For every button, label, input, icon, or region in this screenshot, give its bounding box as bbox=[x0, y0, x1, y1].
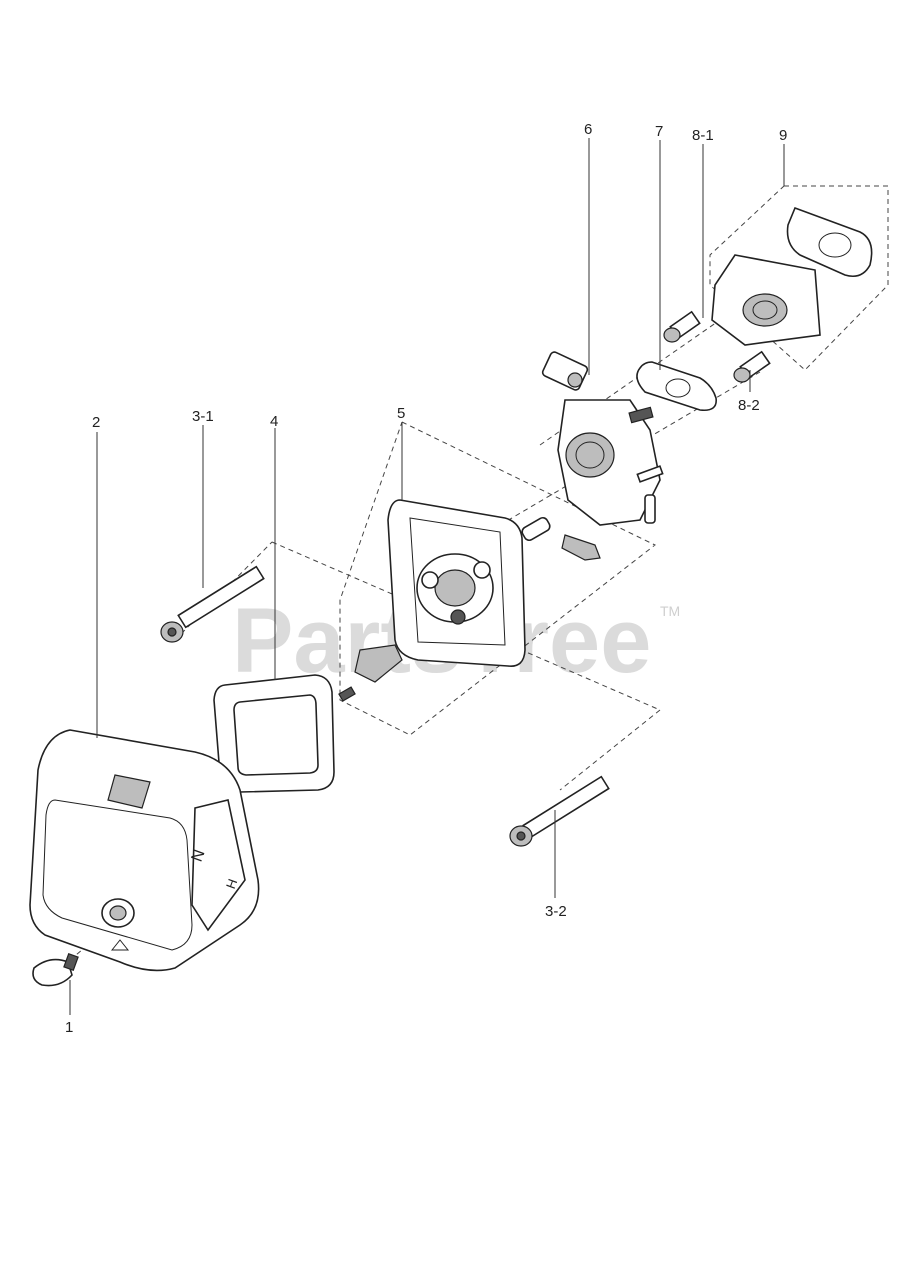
filter-base-inner bbox=[409, 517, 506, 646]
part-4-filter-element bbox=[213, 674, 335, 793]
part-5-filter-base bbox=[338, 499, 526, 702]
watermark-trademark: TM bbox=[660, 603, 680, 619]
part-3-1-bolt bbox=[160, 565, 265, 643]
cover-n-mark: N bbox=[189, 847, 209, 864]
carburetor-bore-inner bbox=[575, 441, 605, 469]
carburetor-lever bbox=[541, 351, 589, 391]
filter-inner bbox=[233, 694, 319, 776]
carburetor-lever-nut bbox=[567, 372, 583, 388]
filter-base-screw-hole bbox=[450, 609, 466, 625]
part-8-2-bolt bbox=[733, 350, 771, 383]
bracket-screw bbox=[338, 686, 356, 702]
part-1-knob bbox=[32, 952, 79, 987]
cover-vent bbox=[107, 774, 151, 809]
leader-lines bbox=[69, 138, 785, 1015]
callout-5: 5 bbox=[397, 405, 405, 422]
callout-4: 4 bbox=[270, 413, 278, 430]
filter-base-bracket bbox=[354, 644, 403, 683]
part-8-1-bolt bbox=[663, 310, 701, 343]
carburetor-fitting-2 bbox=[644, 494, 656, 524]
callout-2: 2 bbox=[92, 414, 100, 431]
insulator-port bbox=[742, 293, 788, 327]
part-6-carburetor bbox=[541, 351, 664, 526]
choke-lever bbox=[561, 534, 601, 561]
gasket-7-hole bbox=[665, 378, 691, 398]
choke-shaft bbox=[521, 516, 551, 542]
cover-face bbox=[42, 799, 193, 951]
bolt-8-2-head bbox=[733, 367, 751, 383]
insulator-port-inner bbox=[752, 300, 778, 320]
carburetor-fitting-1 bbox=[636, 465, 664, 483]
callout-8-2: 8-2 bbox=[738, 397, 760, 414]
callout-3-2: 3-2 bbox=[545, 903, 567, 920]
group-9-outline bbox=[709, 185, 889, 371]
part-3-2-bolt bbox=[509, 775, 610, 847]
filter-base-port bbox=[434, 569, 476, 607]
carburetor-bore bbox=[565, 432, 615, 478]
part-9-insulator-gasket bbox=[711, 206, 873, 346]
filter-base-hole-left bbox=[421, 571, 439, 589]
carburetor-screw bbox=[628, 406, 654, 424]
cover-knob-hole bbox=[109, 905, 127, 921]
bolt-guide-lower bbox=[559, 709, 661, 791]
gasket-7 bbox=[636, 361, 717, 412]
callout-9: 9 bbox=[779, 127, 787, 144]
callout-1: 1 bbox=[65, 1019, 73, 1036]
knob-stud bbox=[63, 952, 79, 972]
callout-labels: 1 2 3-1 3-2 4 5 6 7 8-1 8-2 9 bbox=[65, 121, 787, 1036]
part-2-filter-cover: N H bbox=[29, 729, 260, 972]
bolt-3-1-socket bbox=[167, 627, 177, 637]
knob-head bbox=[32, 958, 73, 987]
bolt-8-1-head bbox=[663, 327, 681, 343]
callout-6: 6 bbox=[584, 121, 592, 138]
bolt-3-2-socket bbox=[516, 831, 526, 841]
choke-parts bbox=[521, 516, 601, 561]
callout-3-1: 3-1 bbox=[192, 408, 214, 425]
cover-arrow-mark bbox=[110, 939, 130, 951]
part-7-gasket bbox=[636, 361, 717, 412]
callout-8-1: 8-1 bbox=[692, 127, 714, 144]
filter-base-hole-right bbox=[473, 561, 491, 579]
gasket-9-hole bbox=[818, 232, 852, 258]
gasket-9 bbox=[786, 206, 873, 278]
callout-7: 7 bbox=[655, 123, 663, 140]
cover-side-panel bbox=[191, 799, 246, 932]
bolt-3-1-shank bbox=[177, 565, 265, 629]
group-5-outline bbox=[339, 421, 656, 736]
